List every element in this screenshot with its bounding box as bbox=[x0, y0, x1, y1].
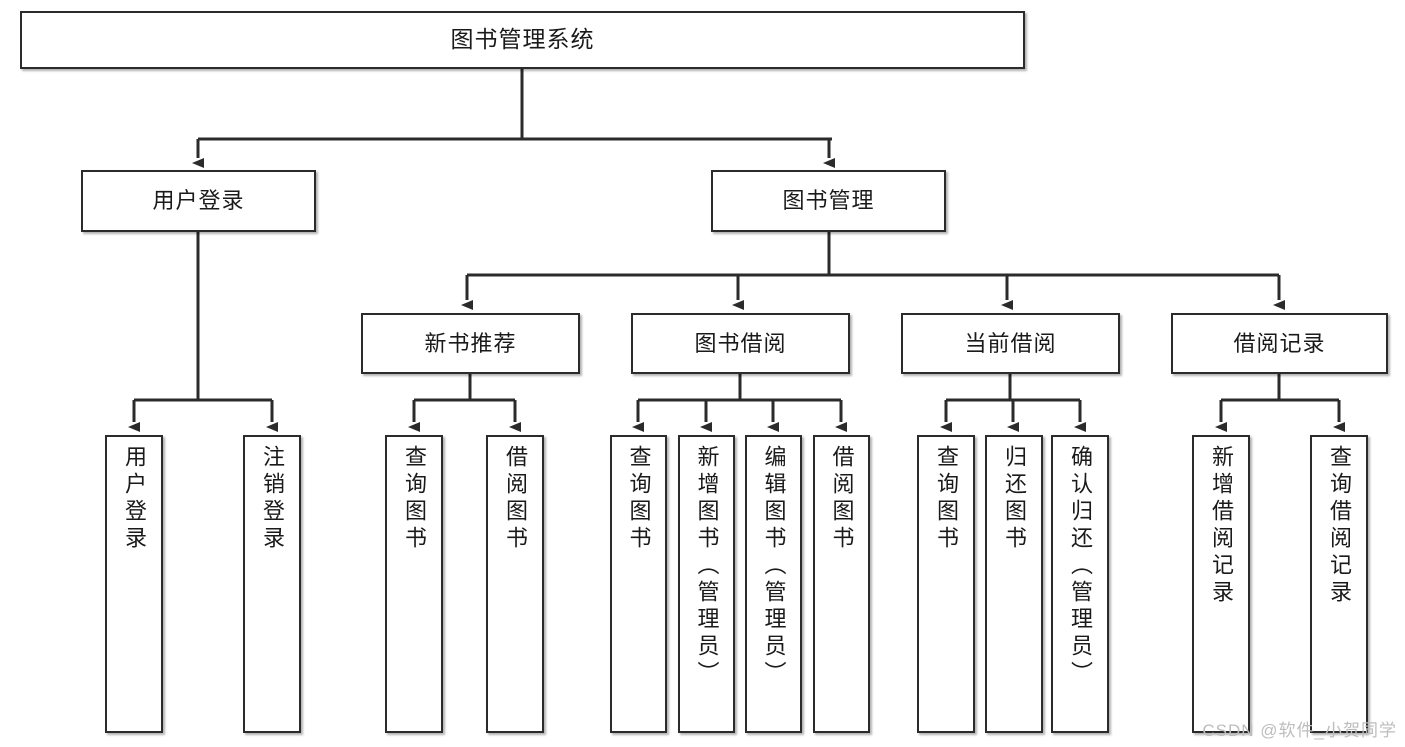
node-label: 新书推荐 bbox=[424, 330, 517, 356]
node-label: 编辑图书（管理员） bbox=[761, 445, 787, 688]
node-leaf-borrow-book[interactable]: 借阅图书 bbox=[813, 435, 870, 733]
node-label: 图书管理系统 bbox=[450, 26, 595, 53]
node-label: 借阅图书 bbox=[829, 445, 855, 553]
node-book-borrow[interactable]: 图书借阅 bbox=[631, 313, 850, 374]
node-label: 新增图书（管理员） bbox=[694, 445, 720, 688]
node-current-borrow[interactable]: 当前借阅 bbox=[901, 313, 1120, 374]
node-label: 用户登录 bbox=[121, 445, 147, 553]
node-leaf-user-login[interactable]: 用户登录 bbox=[105, 435, 163, 733]
node-borrow-record[interactable]: 借阅记录 bbox=[1171, 313, 1388, 374]
node-leaf-query-book-rec[interactable]: 查询图书 bbox=[385, 435, 443, 733]
node-label: 当前借阅 bbox=[964, 330, 1057, 356]
node-label: 注销登录 bbox=[259, 445, 285, 553]
node-leaf-query-book-cur[interactable]: 查询图书 bbox=[917, 435, 975, 733]
node-label: 查询图书 bbox=[401, 445, 427, 553]
node-leaf-return-book[interactable]: 归还图书 bbox=[985, 435, 1043, 733]
node-label: 用户登录 bbox=[152, 188, 245, 214]
node-leaf-add-record[interactable]: 新增借阅记录 bbox=[1192, 435, 1250, 733]
node-leaf-query-book-borrow[interactable]: 查询图书 bbox=[610, 435, 667, 733]
node-label: 图书借阅 bbox=[694, 330, 787, 356]
node-user-login[interactable]: 用户登录 bbox=[81, 170, 316, 232]
node-label: 借阅图书 bbox=[502, 445, 528, 553]
node-new-book-rec[interactable]: 新书推荐 bbox=[361, 313, 580, 374]
node-label: 新增借阅记录 bbox=[1208, 445, 1234, 607]
node-book-manage[interactable]: 图书管理 bbox=[711, 170, 946, 232]
node-leaf-confirm-return[interactable]: 确认归还（管理员） bbox=[1051, 435, 1109, 733]
node-label: 借阅记录 bbox=[1233, 330, 1326, 356]
node-leaf-edit-book[interactable]: 编辑图书（管理员） bbox=[745, 435, 802, 733]
node-leaf-logout[interactable]: 注销登录 bbox=[243, 435, 301, 733]
node-root-system[interactable]: 图书管理系统 bbox=[20, 11, 1025, 69]
node-label: 图书管理 bbox=[782, 188, 875, 214]
node-label: 归还图书 bbox=[1001, 445, 1027, 553]
node-leaf-add-book[interactable]: 新增图书（管理员） bbox=[678, 435, 735, 733]
node-label: 查询图书 bbox=[626, 445, 652, 553]
watermark: CSDN @软件_小贺同学 bbox=[1202, 721, 1397, 740]
node-label: 查询借阅记录 bbox=[1326, 445, 1352, 607]
node-label: 确认归还（管理员） bbox=[1067, 445, 1093, 688]
node-label: 查询图书 bbox=[933, 445, 959, 553]
node-leaf-borrow-book-rec[interactable]: 借阅图书 bbox=[486, 435, 544, 733]
node-leaf-query-record[interactable]: 查询借阅记录 bbox=[1310, 435, 1368, 733]
